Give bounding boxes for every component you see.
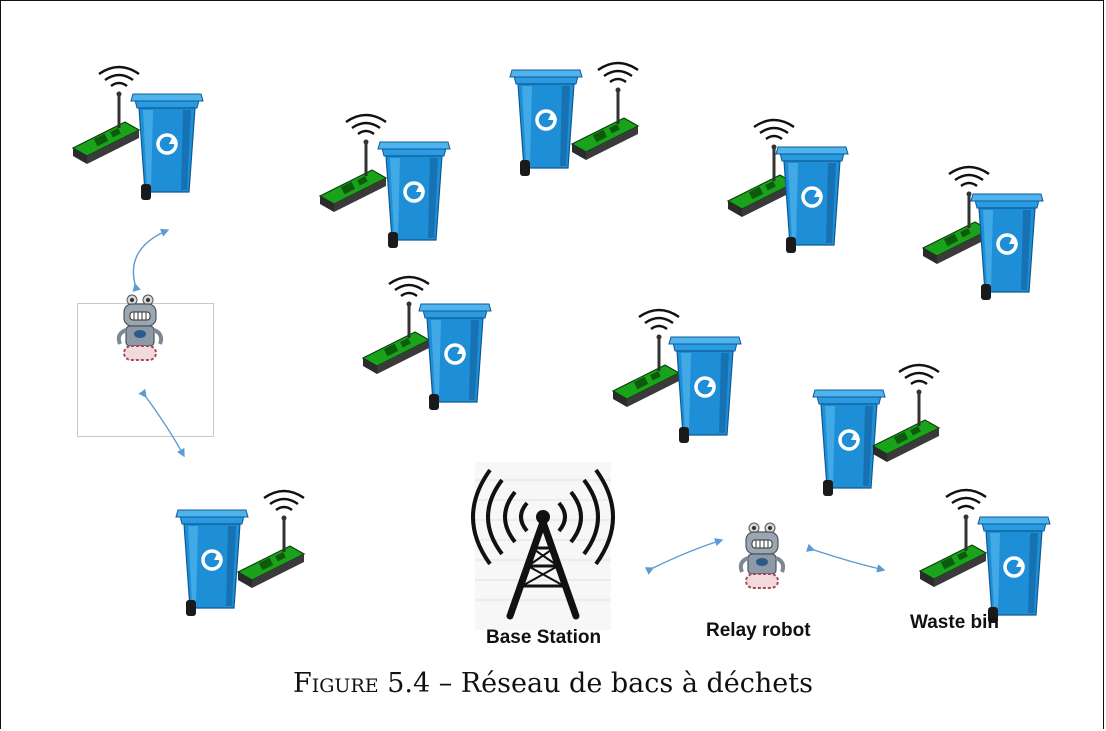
waste-bin-unit (71, 65, 205, 202)
waste-bin-unit (921, 165, 1045, 302)
waste-bin-icon (976, 515, 1052, 625)
link-arrow (132, 228, 170, 292)
caption-separator: – (438, 668, 453, 699)
relay-robot-icon (116, 293, 164, 362)
link-arrow (138, 388, 185, 458)
relay-robot-label: Relay robot (706, 620, 811, 641)
waste-bin-icon (774, 145, 850, 255)
waste-bin-unit (508, 61, 640, 178)
waste-bin-icon (376, 140, 452, 250)
relay-robot-icon (738, 521, 786, 590)
waste-bin-unit (918, 488, 1052, 625)
sensor-node-icon (871, 363, 941, 464)
waste-bin-unit (318, 113, 452, 250)
sensor-node-icon (318, 113, 388, 214)
waste-bin-icon (811, 388, 887, 498)
waste-bin-icon (508, 68, 584, 178)
waste-bin-unit (811, 363, 941, 498)
link-arrow (644, 538, 724, 575)
waste-bin-unit (726, 118, 850, 255)
sensor-node-icon (611, 308, 681, 409)
waste-bin-icon (129, 92, 205, 202)
waste-bin-icon (969, 192, 1045, 302)
sensor-node-icon (570, 61, 640, 162)
waste-bin-icon (417, 302, 493, 412)
sensor-node-icon (236, 489, 306, 590)
link-arrow (806, 543, 886, 573)
caption-text: Réseau de bacs à déchets (460, 668, 813, 699)
waste-bin-unit (611, 308, 743, 445)
waste-bin-unit (361, 275, 493, 412)
sensor-node-icon (918, 488, 988, 589)
waste-bin-unit (174, 489, 306, 618)
figure-number: Figure 5.4 (293, 668, 431, 699)
waste-bin-icon (174, 508, 250, 618)
figure-caption: Figure 5.4 – Réseau de bacs à déchets (0, 668, 1106, 699)
base-station-tower-icon (471, 462, 615, 630)
sensor-node-icon (361, 275, 431, 376)
base-station-label: Base Station (486, 627, 602, 648)
waste-bin-icon (667, 335, 743, 445)
sensor-node-icon (71, 65, 141, 166)
waste-bin-label: Waste bin (910, 612, 1000, 633)
